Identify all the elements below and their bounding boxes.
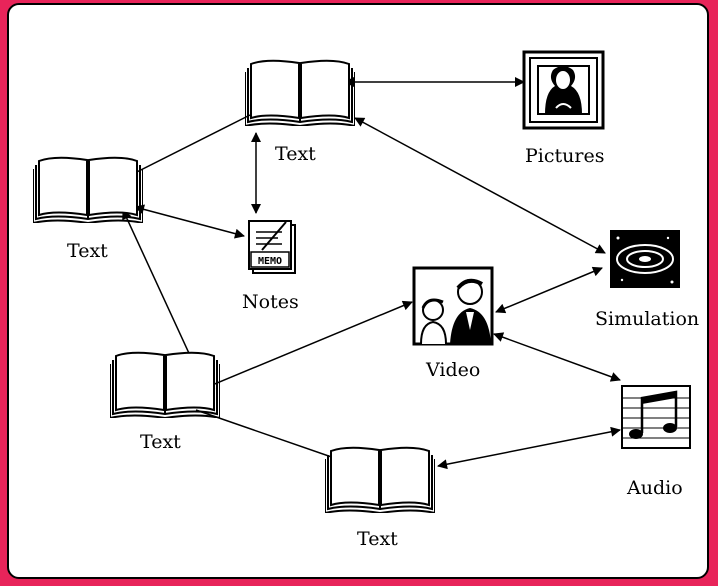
- label-text-mid: Text: [140, 431, 181, 453]
- label-pictures: Pictures: [525, 145, 605, 167]
- label-text-left: Text: [67, 240, 108, 262]
- link-simulation-to-video: [495, 266, 603, 314]
- memo-label: MEMO: [258, 256, 282, 267]
- video-people-icon: [412, 266, 494, 346]
- open-book-icon: [33, 156, 143, 223]
- link-text-top-to-simulation: [354, 117, 606, 254]
- link-video-to-audio: [493, 332, 621, 382]
- label-text-bottom: Text: [357, 528, 398, 550]
- open-book-icon: [110, 351, 220, 418]
- galaxy-icon: [610, 230, 680, 288]
- link-audio-to-text-bottom: [437, 426, 621, 470]
- open-book-icon: [245, 59, 355, 126]
- node-text-top: [245, 59, 355, 126]
- framed-portrait-icon: [522, 50, 605, 130]
- memo-icon: MEMO: [248, 220, 296, 274]
- label-video: Video: [426, 359, 481, 381]
- node-text-left: [33, 156, 143, 223]
- link-video-to-text-mid: [204, 300, 413, 390]
- label-audio: Audio: [627, 477, 683, 499]
- link-text-mid-to-text-bottom: [195, 409, 347, 464]
- node-text-mid: [110, 351, 220, 418]
- open-book-icon: [325, 446, 435, 513]
- label-notes: Notes: [242, 291, 299, 313]
- label-text-top: Text: [275, 143, 316, 165]
- music-notes-icon: [621, 385, 691, 449]
- label-simulation: Simulation: [595, 308, 700, 330]
- link-text-left-to-notes: [134, 204, 245, 239]
- node-text-bottom: [325, 446, 435, 513]
